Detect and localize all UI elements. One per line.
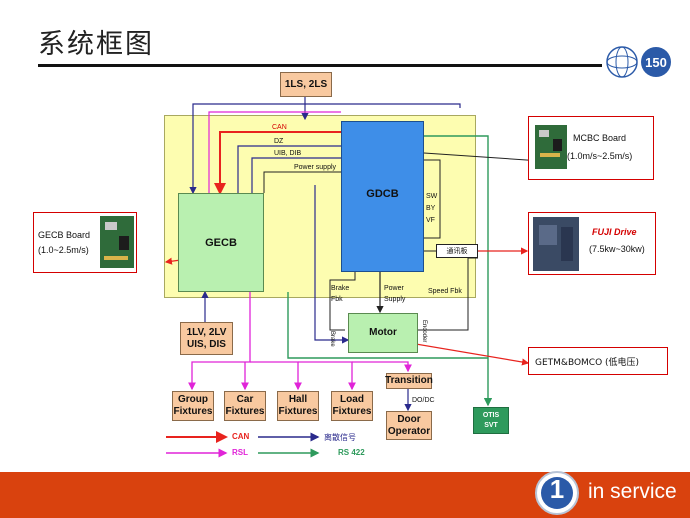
signal-brake: Brake [329,331,335,347]
hall-fixtures-label: Hall Fixtures [278,394,318,417]
group-fixtures-block: Group Fixtures [172,391,214,421]
signal-by: BY [426,205,436,212]
fuji-range: (7.5kw~30kw) [589,244,645,254]
mcbc-range: (1.0m/s~2.5m/s) [567,151,633,161]
svg-text:150: 150 [645,55,667,70]
gecb-label: GECB [205,236,237,249]
signal-can: CAN [272,124,287,131]
gecb-board-range: (1.0~2.5m/s) [38,245,89,255]
car-fixtures-label: Car Fixtures [225,394,265,417]
motor-block: Motor [348,313,418,353]
signal-speed-fbk: Speed Fbk [428,288,462,295]
signal-encoder: Encoder [421,320,427,343]
comm-board-block: 通讯板 [436,244,478,258]
title-rule [38,64,602,67]
signal-vf: VF [426,217,435,224]
mcbc-callout: MCBC Board (1.0m/s~2.5m/s) [528,116,654,180]
load-fixtures-block: Load Fixtures [331,391,373,421]
getm-callout: GETM&BOMCO (低电压) [528,347,668,375]
load-fixtures-label: Load Fixtures [332,394,372,417]
leveling-label: 1LV, 2LV UIS, DIS [186,326,227,350]
footer-number: 1 [549,474,565,504]
door-operator-block: Door Operator [386,411,432,440]
gdcb-block: GDCB [341,121,424,272]
fuji-drive-image [533,217,579,271]
car-fixtures-block: Car Fixtures [224,391,266,421]
signal-power-supply: Power supply [294,164,337,171]
fuji-callout: FUJI Drive (7.5kw~30kw) [528,212,656,275]
gecb-board-callout: GECB Board (1.0~2.5m/s) [33,212,137,273]
signal-do-dc: DO/DC [412,397,435,404]
legend-rs422: RS 422 [338,448,365,457]
footer-text: in service [588,480,677,503]
mcbc-title: MCBC Board [573,133,627,143]
gecb-block: GECB [178,193,264,292]
signal-dz: DZ [274,138,284,145]
otis-150-logo: 150 [606,46,671,78]
legend-discrete: 离散信号 [324,433,356,442]
signal-uib-dib: UIB, DIB [274,150,302,157]
signal-power-supply-motor: Power Supply [384,285,406,303]
otis-svt-block: OTIS SVT [473,407,509,434]
otis-svt-label: OTIS SVT [482,411,500,429]
legend-rsl: RSL [232,448,248,457]
signal-sw: SW [426,193,438,200]
footer-bar [0,472,690,518]
limit-switch-block: 1LS, 2LS [280,72,332,97]
getm-label: GETM&BOMCO (低电压) [535,358,640,368]
signal-brake-fbk: Brake Fbk [331,285,350,303]
gdcb-label: GDCB [366,188,399,200]
gecb-board-title: GECB Board [38,230,91,240]
hall-fixtures-block: Hall Fixtures [277,391,319,421]
page-title: 系统框图 [38,29,154,60]
fuji-title: FUJI Drive [592,227,637,237]
leveling-block: 1LV, 2LV UIS, DIS [180,322,233,355]
group-fixtures-label: Group Fixtures [173,394,213,417]
transition-label: Transition [385,375,433,386]
comm-board-label: 通讯板 [446,247,468,255]
door-operator-label: Door Operator [387,413,431,437]
gecb-board-image [100,216,134,268]
legend-can: CAN [232,432,250,441]
motor-label: Motor [369,327,397,338]
mcbc-board-image [535,125,567,169]
limit-switch-label: 1LS, 2LS [284,78,328,90]
transition-block: Transition [385,373,433,389]
number-one-badge-icon [535,471,579,515]
